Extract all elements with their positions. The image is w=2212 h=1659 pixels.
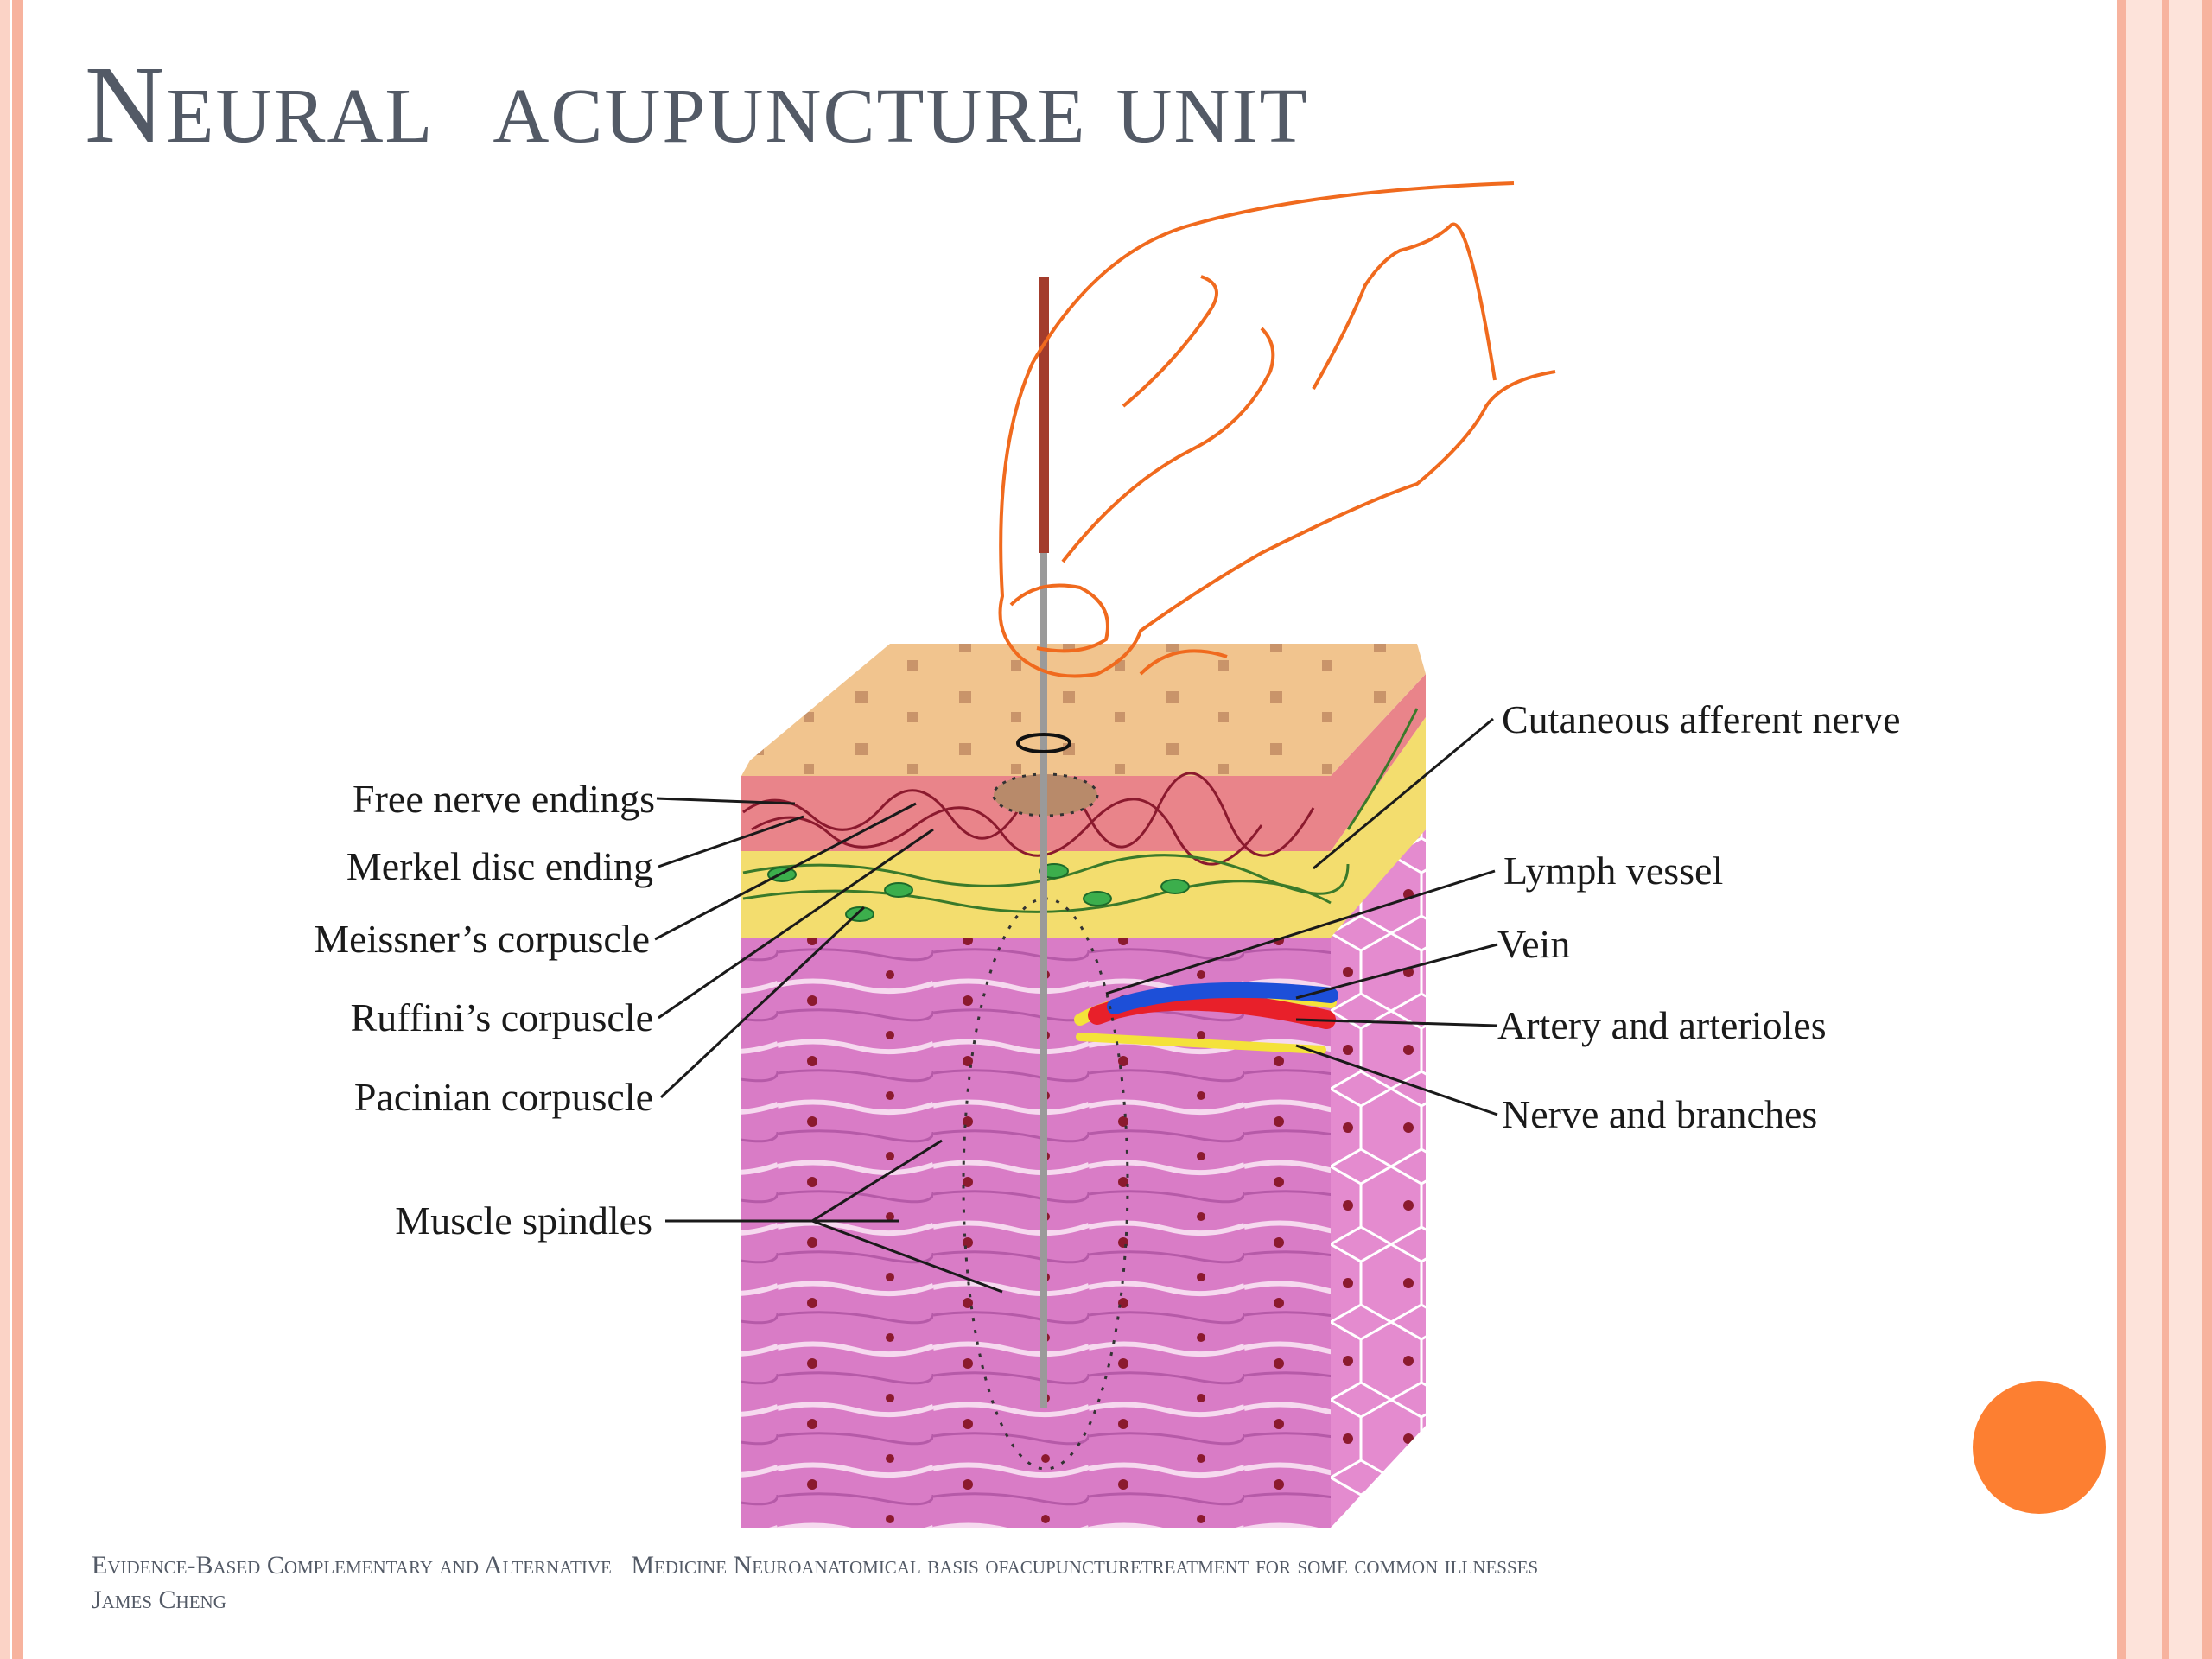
- right-frame-border: [2117, 0, 2212, 1659]
- label-artery-and-arterioles: Artery and arterioles: [1497, 1003, 1827, 1047]
- label-cutaneous-afferent-nerve: Cutaneous afferent nerve: [1502, 697, 1901, 741]
- label-pacinian-corpuscle: Pacinian corpuscle: [354, 1075, 653, 1119]
- citation-line-2: James Cheng: [92, 1586, 226, 1614]
- label-nerve-and-branches: Nerve and branches: [1502, 1092, 1817, 1136]
- blood-vessels: [1074, 982, 1338, 1054]
- left-labels: Free nerve endings Merkel disc ending Me…: [314, 777, 655, 1243]
- citation-footer: Evidence-Based Complementary and Alterna…: [92, 1548, 2079, 1618]
- label-meissners-corpuscle: Meissner’s corpuscle: [314, 917, 650, 961]
- label-muscle-spindles: Muscle spindles: [395, 1198, 652, 1243]
- citation-line-1: Evidence-Based Complementary and Alterna…: [92, 1551, 1539, 1580]
- muscle-side-layer: [1331, 830, 1426, 1528]
- label-lymph-vessel: Lymph vessel: [1503, 849, 1723, 893]
- left-leader-lines: [654, 797, 1003, 1294]
- hand-outline: [998, 181, 1556, 678]
- label-vein: Vein: [1497, 922, 1570, 966]
- needle-rotation-icon: [1016, 733, 1071, 753]
- slide-title: Neural acupuncture unit: [85, 43, 1309, 166]
- label-merkel-disc-ending: Merkel disc ending: [346, 844, 653, 888]
- right-labels: Cutaneous afferent nerve Lymph vessel Ve…: [1497, 697, 1901, 1136]
- skin-surface: [741, 644, 1426, 776]
- label-ruffinis-corpuscle: Ruffini’s corpuscle: [351, 995, 653, 1039]
- right-leader-lines: [1105, 717, 1498, 1116]
- label-free-nerve-endings: Free nerve endings: [353, 777, 655, 821]
- muscle-layer: [741, 933, 1331, 1528]
- accent-circle: [1973, 1381, 2106, 1514]
- left-frame-border: [0, 0, 23, 1659]
